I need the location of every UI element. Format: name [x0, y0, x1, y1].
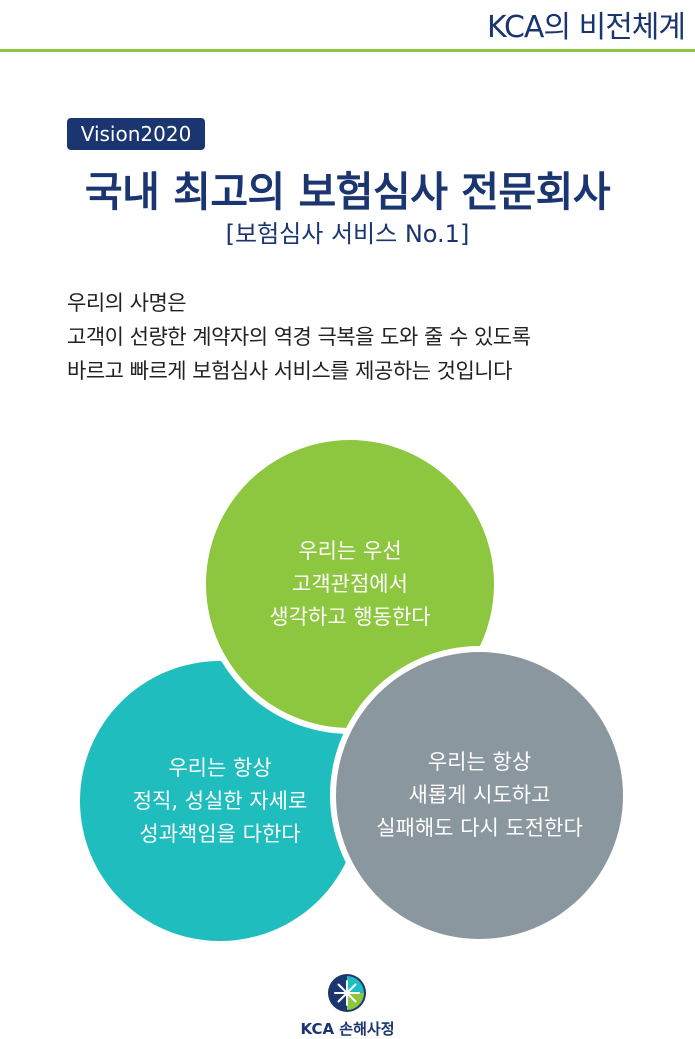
value-line: 우리는 항상 — [427, 750, 532, 774]
value-line: 우리는 항상 — [168, 755, 272, 780]
value-line: 성과책임을 다한다 — [139, 821, 301, 846]
mission-line: 우리의 사명은 — [67, 291, 187, 315]
page-header-title: KCA의 비전체계 — [486, 10, 686, 45]
value-line: 정직, 성실한 자세로 — [132, 788, 308, 813]
value-line: 실패해도 다시 도전한다 — [376, 816, 583, 840]
value-line: 새롭게 시도하고 — [408, 783, 551, 807]
mission-line: 고객이 선량한 계약자의 역경 극복을 도와 줄 수 있도록 — [67, 325, 531, 349]
mission-statement: 우리의 사명은 고객이 선량한 계약자의 역경 극복을 도와 줄 수 있도록 바… — [67, 286, 667, 388]
value-line: 고객관점에서 — [292, 571, 408, 596]
vision-subtitle: [보험심사 서비스 No.1] — [225, 220, 470, 248]
value-line: 생각하고 행동한다 — [269, 604, 431, 629]
header-divider — [0, 49, 695, 52]
kca-star-logo-icon — [328, 974, 366, 1012]
vision-badge: Vision2020 — [67, 118, 205, 150]
mission-line: 바르고 빠르게 보험심사 서비스를 제공하는 것입니다 — [67, 359, 512, 383]
value-circle-challenge: 우리는 항상 새롭게 시도하고 실패해도 다시 도전한다 — [336, 652, 623, 939]
company-logo-text: KCA 손해사정 — [300, 1020, 395, 1038]
value-line: 우리는 우선 — [298, 538, 402, 563]
vision-title: 국내 최고의 보험심사 전문회사 — [84, 168, 611, 216]
